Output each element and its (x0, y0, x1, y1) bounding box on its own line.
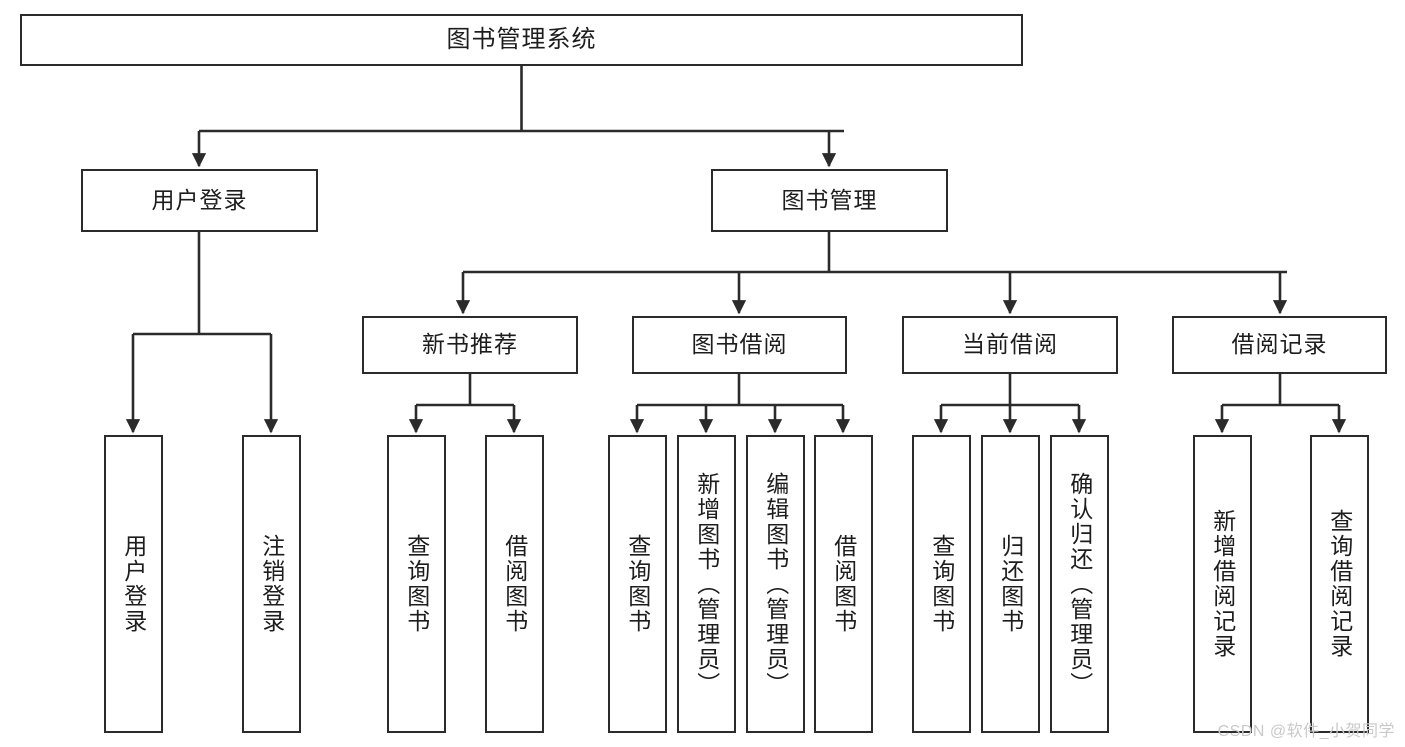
leaf-add-book-label: 新增图书（管理员） (693, 471, 720, 697)
leaf-user-logout[interactable]: 注销登录 (242, 435, 301, 733)
leaf-edit-book-label: 编辑图书（管理员） (762, 471, 789, 697)
leaf-query-book-1[interactable]: 查询图书 (387, 435, 446, 733)
node-current-borrow[interactable]: 当前借阅 (902, 316, 1118, 374)
leaf-query-book-3-label: 查询图书 (928, 534, 955, 634)
leaf-return-book[interactable]: 归还图书 (981, 435, 1040, 733)
leaf-user-login[interactable]: 用户登录 (104, 435, 163, 733)
leaf-return-book-label: 归还图书 (997, 534, 1024, 634)
leaf-user-login-label: 用户登录 (120, 534, 147, 634)
leaf-query-book-3[interactable]: 查询图书 (912, 435, 971, 733)
leaf-add-book[interactable]: 新增图书（管理员） (677, 435, 736, 733)
node-user-login-label: 用户登录 (151, 186, 248, 213)
leaf-borrow-book-1[interactable]: 借阅图书 (485, 435, 544, 733)
node-new-book-rec-label: 新书推荐 (422, 331, 518, 358)
leaf-borrow-book-2[interactable]: 借阅图书 (814, 435, 873, 733)
leaf-user-logout-label: 注销登录 (258, 534, 285, 634)
node-new-book-rec[interactable]: 新书推荐 (362, 316, 578, 374)
leaf-borrow-book-1-label: 借阅图书 (501, 534, 528, 634)
leaf-query-record[interactable]: 查询借阅记录 (1310, 435, 1369, 733)
node-root[interactable]: 图书管理系统 (20, 14, 1023, 66)
leaf-add-record[interactable]: 新增借阅记录 (1193, 435, 1252, 733)
node-borrow-record-label: 借阅记录 (1231, 331, 1328, 358)
node-current-borrow-label: 当前借阅 (962, 331, 1058, 358)
leaf-confirm-return[interactable]: 确认归还（管理员） (1050, 435, 1109, 733)
leaf-confirm-return-label: 确认归还（管理员） (1066, 471, 1093, 697)
watermark: CSDN @软件_小贺同学 (1217, 723, 1395, 740)
leaf-borrow-book-2-label: 借阅图书 (830, 534, 857, 634)
node-borrow-record[interactable]: 借阅记录 (1172, 316, 1387, 374)
leaf-edit-book[interactable]: 编辑图书（管理员） (746, 435, 805, 733)
leaf-query-book-1-label: 查询图书 (403, 534, 430, 634)
leaf-query-book-2-label: 查询图书 (624, 534, 651, 634)
leaf-query-book-2[interactable]: 查询图书 (608, 435, 667, 733)
node-book-borrow-label: 图书借阅 (691, 331, 788, 358)
node-user-login[interactable]: 用户登录 (81, 169, 318, 232)
node-book-manage[interactable]: 图书管理 (711, 169, 948, 232)
leaf-query-record-label: 查询借阅记录 (1326, 509, 1353, 659)
leaf-add-record-label: 新增借阅记录 (1209, 509, 1236, 659)
node-book-manage-label: 图书管理 (781, 186, 878, 213)
node-root-label: 图书管理系统 (446, 25, 597, 53)
node-book-borrow[interactable]: 图书借阅 (632, 316, 847, 374)
